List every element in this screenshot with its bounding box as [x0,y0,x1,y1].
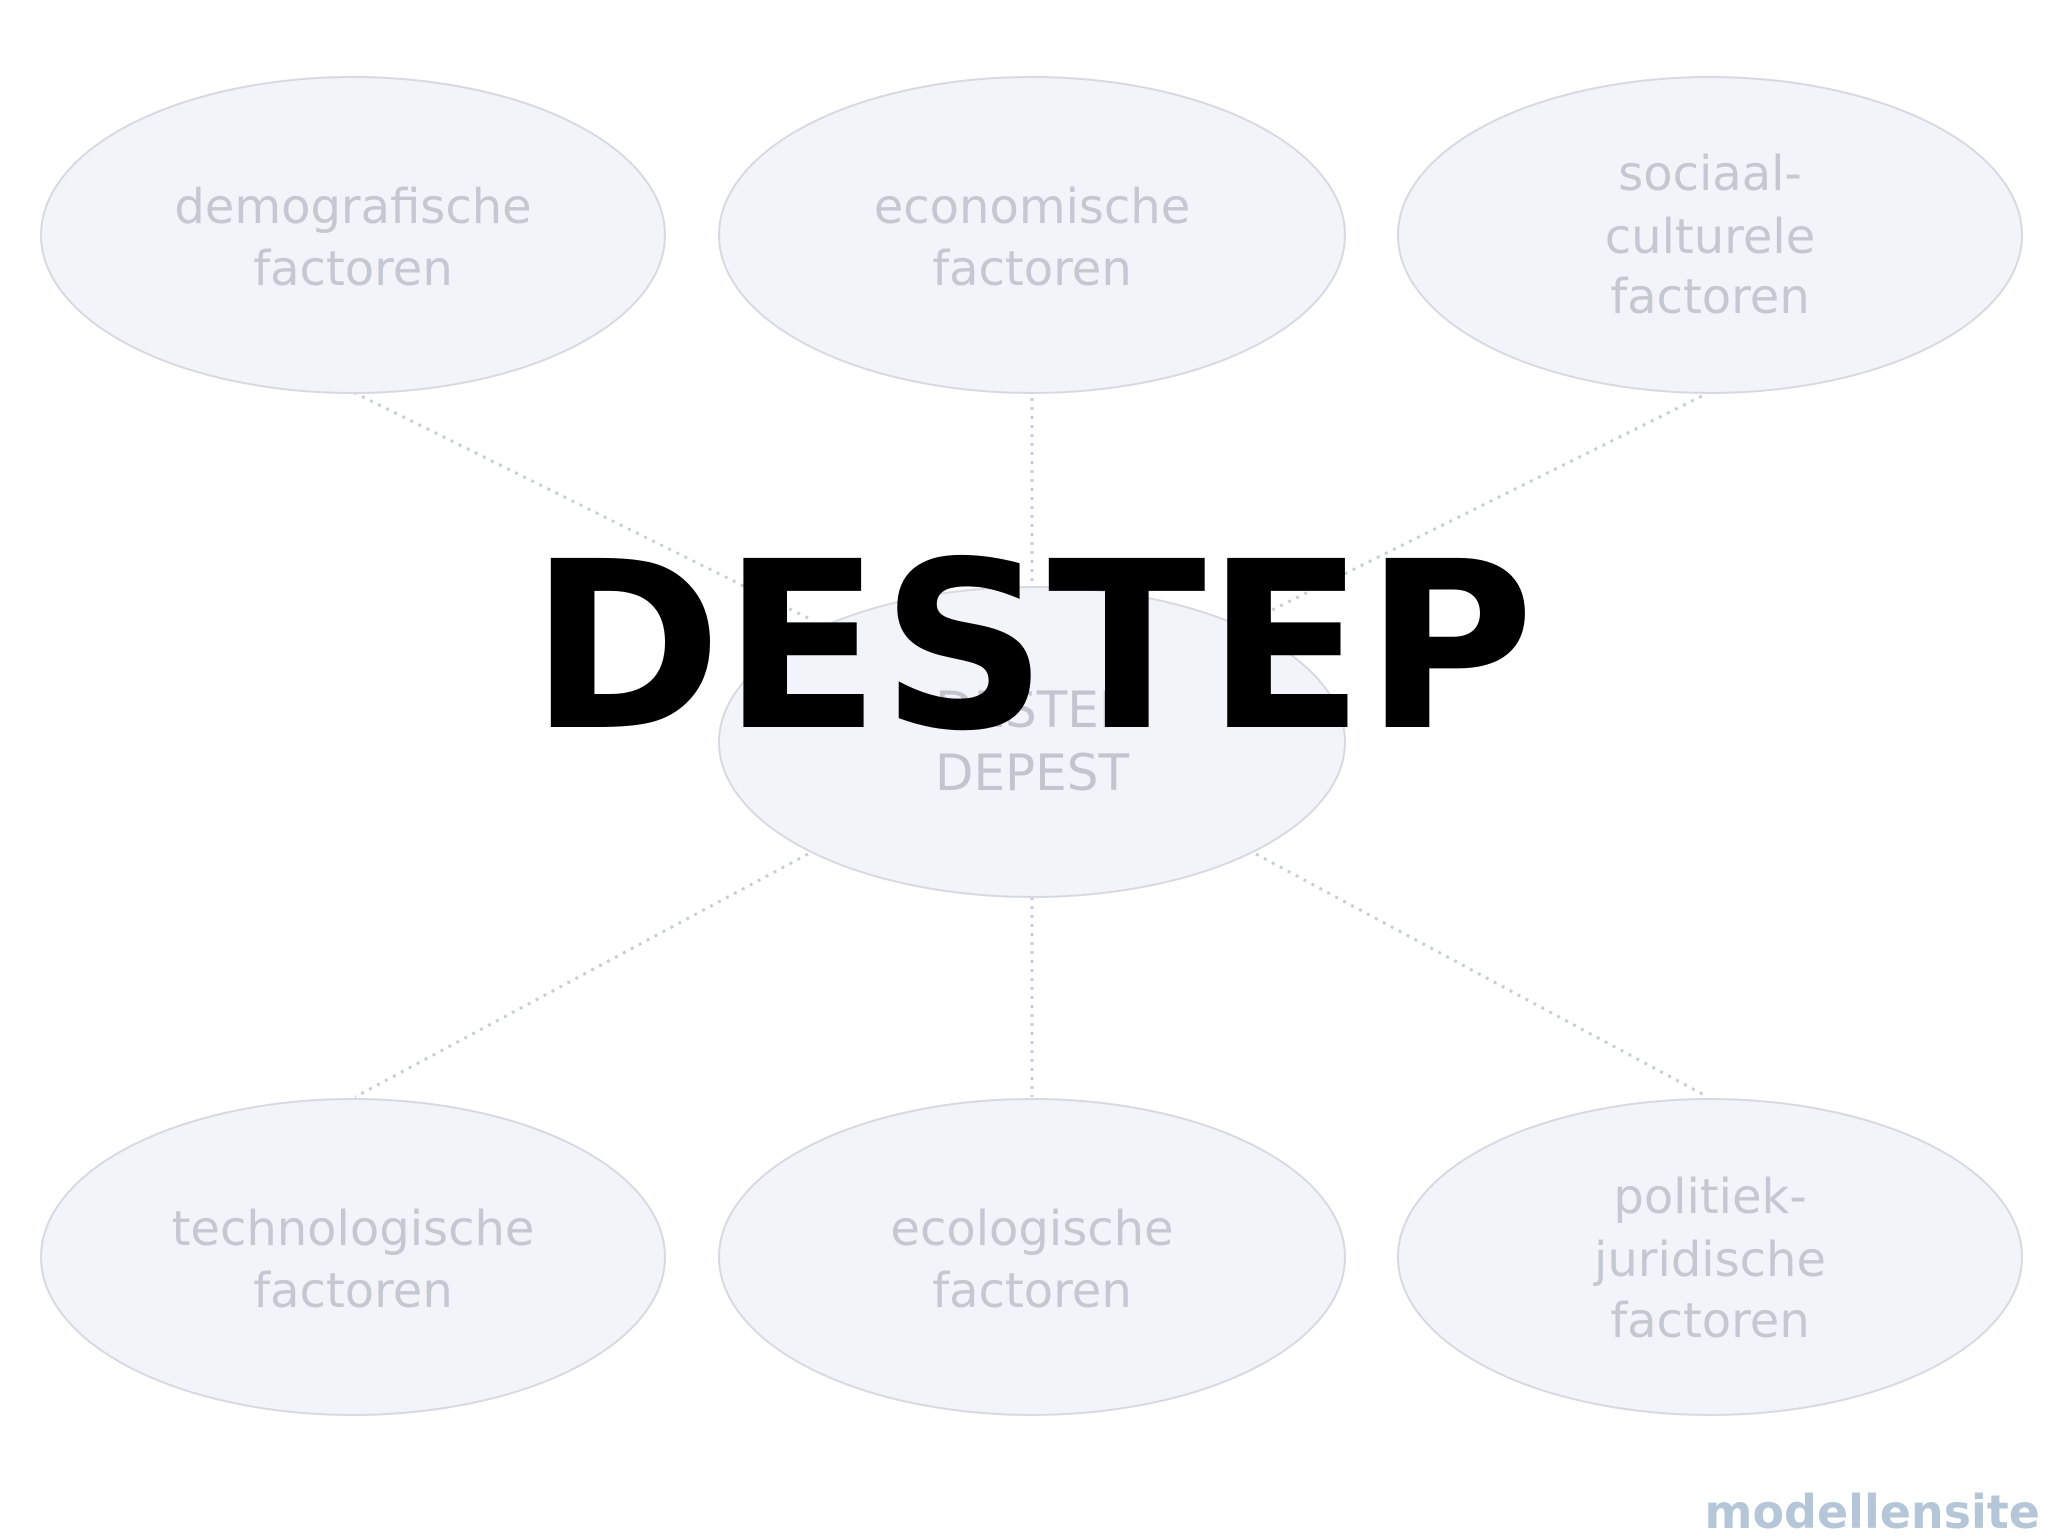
factor-label-line: culturele [1605,209,1815,265]
connector-technologisch [354,852,809,1099]
factor-node-technologisch: technologische factoren [40,1098,666,1416]
factor-label-line: sociaal- [1618,146,1802,202]
factor-label-line: factoren [932,1263,1132,1319]
factor-label-line: technologische [172,1201,535,1257]
center-node: DESTEP DEPEST [718,586,1346,898]
factor-label-line: factoren [253,1263,453,1319]
watermark-logo: modellensite [1705,1485,2040,1536]
factor-label-line: politiek- [1613,1169,1806,1225]
factor-node-ecologisch: ecologische factoren [718,1098,1346,1416]
factor-label-line: economische [874,179,1191,235]
factor-node-shape [1397,76,2023,394]
destep-title: DESTEP [530,512,1535,782]
factor-node-shape [718,1098,1346,1416]
factor-label-line: factoren [253,241,453,297]
factor-node-politiek-juridisch: politiek- juridische factoren [1397,1098,2023,1416]
factor-label-line: juridische [1593,1232,1826,1288]
factor-node-shape [718,76,1346,394]
factor-node-shape [40,1098,666,1416]
factor-node-economisch: economische factoren [718,76,1346,394]
factor-node-sociaal-cultureel: sociaal- culturele factoren [1397,76,2023,394]
center-node-shape [718,586,1346,898]
connector-demografisch [354,391,809,620]
factor-label-line: factoren [1610,269,1810,325]
factor-node-shape [1397,1098,2023,1416]
connector-sociaal-cultureel [1255,391,1709,620]
factor-node-shape [40,76,666,394]
factor-label-line: ecologische [890,1201,1173,1257]
factor-label-line: factoren [1610,1293,1810,1349]
connectors [354,391,1709,1099]
factor-label-line: factoren [932,241,1132,297]
connector-politiek-juridisch [1255,852,1709,1099]
center-label-line-2: DEPEST [935,744,1130,802]
factor-label-line: demografische [174,179,531,235]
factor-node-demografisch: demografische factoren [40,76,666,394]
center-label-line-1: DESTEP [935,681,1129,739]
